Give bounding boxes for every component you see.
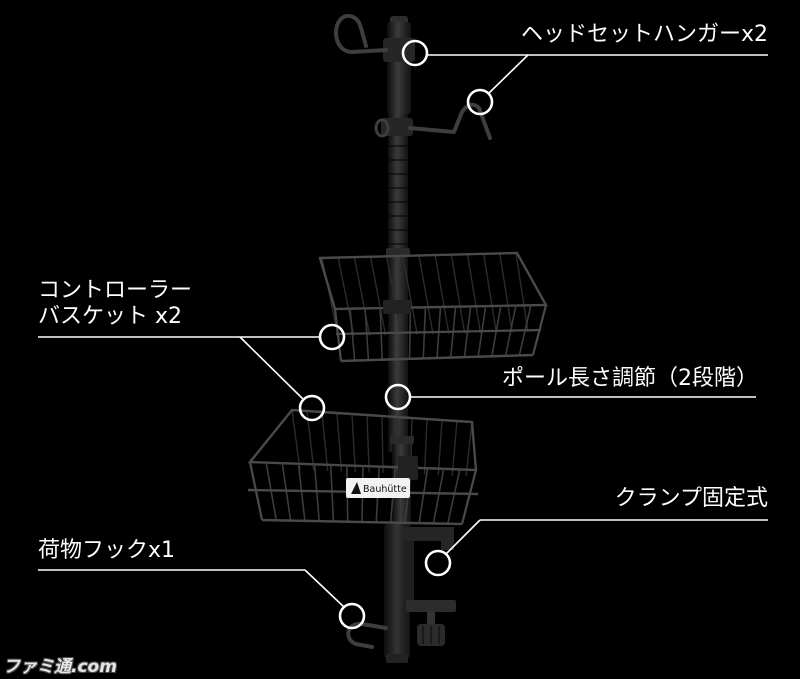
label-controller-basket-line1: コントローラー: [38, 278, 193, 303]
basket-wire: [385, 256, 403, 335]
clamp-top-jaw: [404, 527, 454, 550]
lower-basket-top-rim: [247, 408, 478, 472]
lower-basket-mount: [398, 456, 418, 480]
upper-controller-basket: [318, 251, 549, 363]
basket-wire: [291, 409, 301, 471]
circle-marker-icon: [384, 383, 412, 411]
leader-headset-diagonal: [487, 54, 529, 95]
circle-marker-icon: [338, 602, 366, 630]
label-controller-basket-line2: バスケット x2: [38, 304, 183, 329]
leader-clamp-diagonal: [445, 519, 481, 555]
clamp-body: [384, 524, 410, 658]
brand-badge-plate: [346, 478, 410, 498]
basket-wire: [437, 419, 443, 476]
basket-wire: [434, 254, 450, 334]
watermark-logo: ファミ通.com: [3, 657, 117, 677]
basket-wire: [306, 410, 315, 471]
label-pole-adjust: ポール長さ調節（2段階）: [502, 366, 758, 391]
basket-wire: [466, 254, 482, 334]
basket-wire: [353, 257, 371, 336]
basket-wire: [402, 255, 418, 335]
basket-wire: [369, 256, 387, 336]
circle-marker-icon: [298, 394, 326, 422]
clamp-arm: [404, 541, 414, 611]
basket-wire: [446, 469, 461, 524]
basket-wire: [297, 463, 306, 521]
circle-marker-icon: [318, 323, 346, 351]
basket-wire: [451, 420, 458, 476]
basket-wire: [321, 411, 329, 472]
upper-basket-band: [335, 328, 542, 336]
leader-hook-diagonal: [304, 569, 345, 608]
upper-basket-mount: [383, 300, 411, 314]
label-clamp: クランプ固定式: [614, 486, 768, 511]
upper-basket-top-rim: [318, 251, 549, 311]
basket-wire: [418, 255, 434, 335]
lower-basket-right-edge: [460, 469, 478, 525]
label-headset-hanger: ヘッドセットハンガーx2: [520, 22, 768, 47]
leader-controller-diagonal: [239, 336, 305, 401]
callout-markers: [298, 39, 494, 630]
upper-basket-right-edge: [531, 304, 548, 356]
clamp: [384, 524, 456, 663]
lower-basket-bottom-rim: [261, 518, 463, 526]
pole-grooves: [388, 145, 408, 245]
bauhutte-logo-icon: [351, 482, 361, 494]
label-luggage-hook: 荷物フックx1: [38, 538, 176, 563]
upper-basket-left-edge: [333, 308, 343, 362]
clamp-screw: [427, 611, 435, 627]
label-controller-basket: コントローラー バスケット x2: [38, 278, 192, 330]
headset-hanger-top: [334, 13, 388, 55]
basket-wire: [351, 413, 357, 473]
basket-wire: [329, 464, 335, 522]
lower-basket-back-wires: [291, 409, 473, 477]
pole-joint: [386, 248, 410, 256]
brand-badge: Bauhütte: [346, 478, 410, 498]
basket-wire: [515, 252, 529, 333]
callout-leaders: [38, 54, 768, 608]
basket-wire: [381, 415, 384, 474]
brand-badge-text: Bauhütte: [363, 484, 407, 495]
basket-wire: [336, 412, 343, 472]
clamp-lower-plate: [406, 600, 456, 612]
basket-wire: [423, 418, 428, 475]
basket-wire: [366, 414, 370, 473]
pole-top-section: [387, 22, 411, 114]
basket-wire: [313, 464, 320, 522]
basket-wire: [482, 253, 498, 333]
basket-wire: [465, 421, 473, 477]
basket-wire: [450, 254, 466, 334]
lower-controller-basket: [247, 408, 479, 526]
basket-wire: [432, 468, 445, 524]
lower-basket-left-edge: [248, 461, 264, 521]
upper-basket-bottom-rim: [340, 353, 534, 363]
basket-wire: [418, 468, 429, 524]
clamp-foot: [386, 654, 408, 663]
circle-marker-icon: [424, 549, 452, 577]
pole-joint-lower: [390, 436, 414, 444]
circle-marker-icon: [401, 39, 429, 67]
circle-marker-icon: [466, 88, 494, 116]
upper-basket-back-wires: [321, 252, 529, 337]
basket-wire: [499, 253, 513, 333]
